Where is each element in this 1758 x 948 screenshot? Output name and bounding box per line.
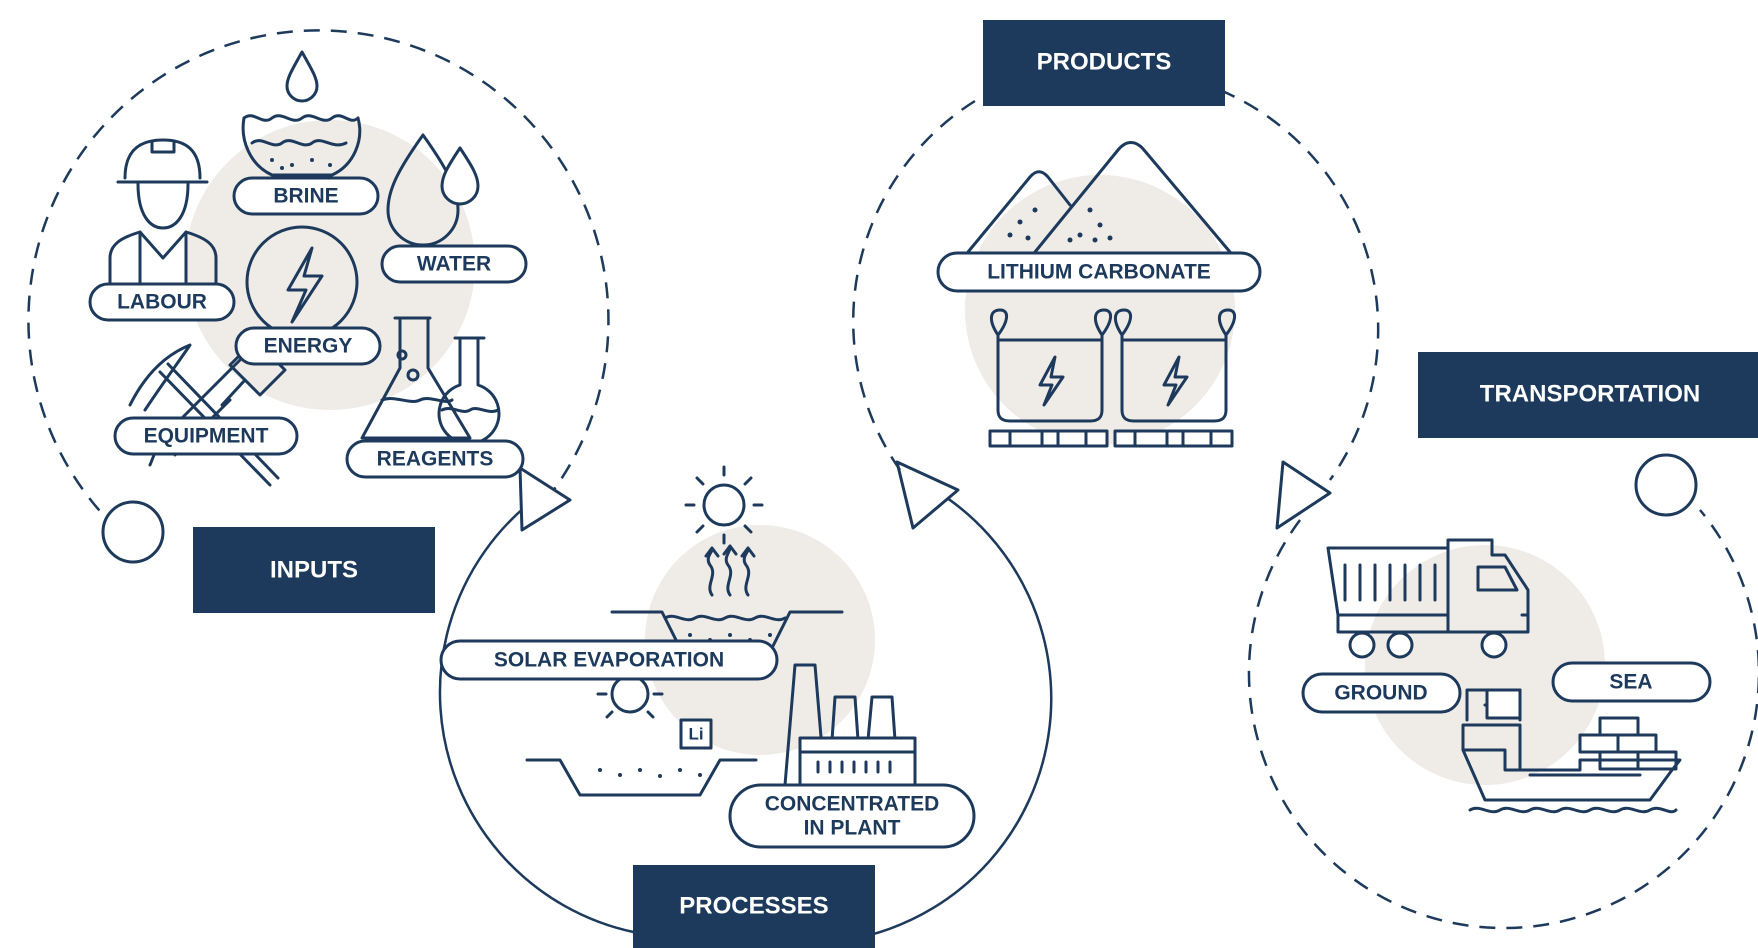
transportation-stage-title: TRANSPORTATION <box>1480 380 1700 407</box>
brine-label-text: BRINE <box>273 185 338 208</box>
products-cycle-line-2 <box>1219 88 1380 481</box>
lithium-carbonate-label-text: LITHIUM CARBONATE <box>987 261 1211 284</box>
solar-evaporation-label: SOLAR EVAPORATION <box>439 639 779 681</box>
transportation-stage-box: TRANSPORTATION <box>1418 352 1758 438</box>
arrow-head-icon <box>895 460 960 530</box>
powder-pile-icon <box>966 141 1232 254</box>
labour-label: LABOUR <box>88 282 236 322</box>
arrow-head-icon <box>1275 460 1332 530</box>
equipment-label: EQUIPMENT <box>113 416 299 456</box>
reagents-label: REAGENTS <box>345 439 525 479</box>
water-drop-icon <box>285 50 319 103</box>
pallet-icon <box>988 429 1234 448</box>
energy-label: ENERGY <box>234 326 382 366</box>
lithium-carbonate-label: LITHIUM CARBONATE <box>936 251 1262 293</box>
processes-cycle-line <box>438 493 721 939</box>
ground-label-text: GROUND <box>1334 682 1427 705</box>
dump-truck-icon <box>1326 538 1530 659</box>
bulk-bag-icon <box>1114 308 1236 423</box>
transportation-cycle-line <box>1247 509 1758 930</box>
brine-label: BRINE <box>232 176 380 216</box>
equipment-label-text: EQUIPMENT <box>144 425 269 448</box>
products-cycle-line <box>851 93 986 471</box>
products-stage-title: PRODUCTS <box>1037 48 1172 75</box>
cargo-ship-icon <box>1461 688 1682 814</box>
arrow-head-icon <box>518 466 572 532</box>
energy-label-text: ENERGY <box>264 335 353 358</box>
evaporation-arrows-icon <box>704 544 756 597</box>
evaporation-pond-icon <box>525 758 758 797</box>
sea-label-text: SEA <box>1609 671 1652 694</box>
sea-label: SEA <box>1551 661 1712 703</box>
products-stage-box: PRODUCTS <box>983 20 1225 106</box>
transportation-blob <box>1365 545 1605 785</box>
concentrated-label-line2: IN PLANT <box>804 817 901 840</box>
inputs-stage-box: INPUTS <box>193 527 435 613</box>
reagents-label-text: REAGENTS <box>377 448 494 471</box>
worker-icon <box>108 138 218 290</box>
brine-pool-icon <box>241 114 362 177</box>
labour-label-text: LABOUR <box>117 291 207 314</box>
solar-evaporation-label-text: SOLAR EVAPORATION <box>494 649 724 672</box>
li-element-icon: Li <box>679 718 713 750</box>
concentrated-in-plant-label: CONCENTRATED IN PLANT <box>728 783 976 849</box>
inputs-stage-title: INPUTS <box>270 556 358 583</box>
inputs-cycle-start-node <box>101 500 165 564</box>
sun-icon <box>684 465 764 545</box>
processes-stage-title: PROCESSES <box>679 892 828 919</box>
transportation-cycle-start-node <box>1634 453 1698 517</box>
processes-stage-box: PROCESSES <box>633 865 875 948</box>
water-label: WATER <box>380 244 528 284</box>
ground-label: GROUND <box>1301 672 1462 714</box>
concentrated-label-line1: CONCENTRATED <box>765 793 940 816</box>
li-element-symbol: Li <box>688 724 703 743</box>
processes-cycle-line-2 <box>869 488 1053 937</box>
flask-icon <box>360 316 501 446</box>
bulk-bag-icon <box>990 308 1112 423</box>
inputs-cycle-line <box>27 29 610 531</box>
water-label-text: WATER <box>417 253 491 276</box>
